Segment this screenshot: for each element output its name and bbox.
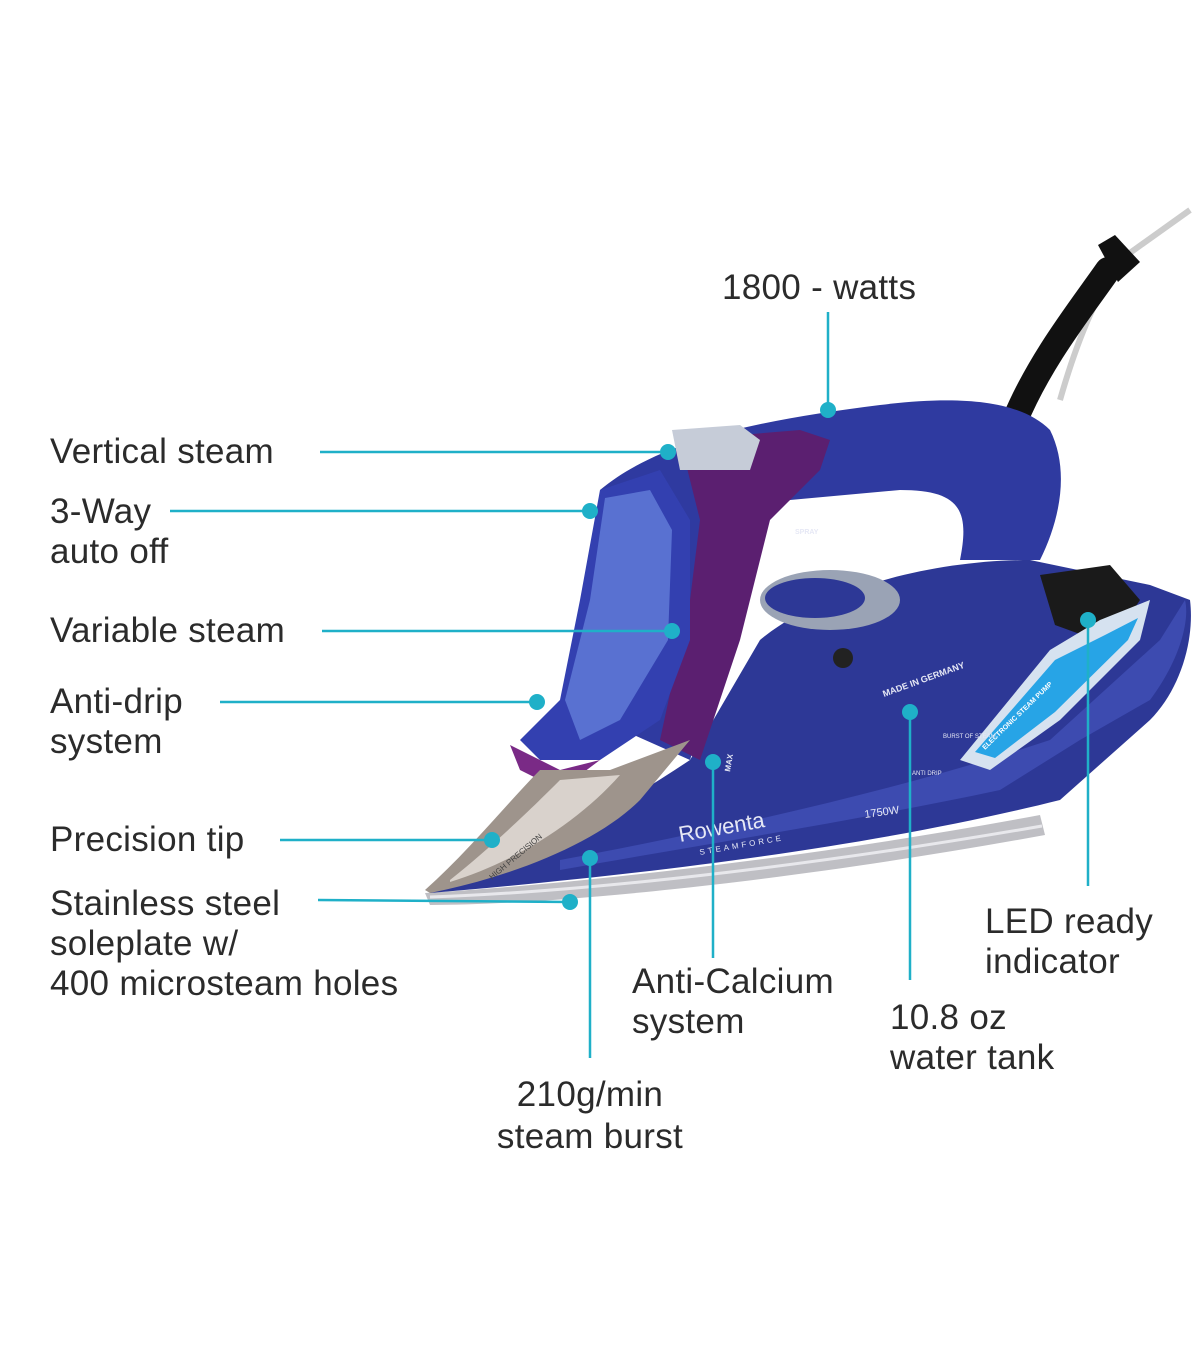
callout-lines: [170, 312, 1090, 1058]
handle-accent: [660, 430, 830, 760]
tip-highlight: [450, 775, 620, 882]
cord-plug-end: [1098, 235, 1140, 282]
callout-line-soleplate: [317, 898, 571, 904]
tip-collar: [510, 745, 600, 790]
tank-cap-inner: [765, 578, 865, 618]
wattage-marking: 1750W: [864, 804, 901, 821]
soleplate-highlight: [429, 824, 1043, 899]
callout-dots: [484, 402, 1096, 910]
burst-of-steam-label: BURST OF STEAM: [943, 734, 996, 740]
body-highlight: [560, 600, 1187, 870]
vertical-steam-button: [672, 425, 760, 470]
label-vertical-steam: Vertical steam: [50, 432, 275, 471]
steam-dial: [833, 648, 853, 668]
label-variable-steam: Variable steam: [50, 611, 286, 650]
steam-pump-window: [975, 618, 1138, 758]
soleplate: [425, 815, 1045, 905]
cord-guard: [1002, 257, 1121, 433]
max-marking: MAX: [723, 753, 735, 773]
label-precision-tip: Precision tip: [50, 820, 245, 859]
label-watts: 1800 - watts: [722, 268, 917, 307]
spray-marking: SPRAY: [795, 529, 819, 536]
anti-drip-marking: ANTI DRIP: [912, 771, 942, 777]
water-window: [565, 490, 672, 740]
